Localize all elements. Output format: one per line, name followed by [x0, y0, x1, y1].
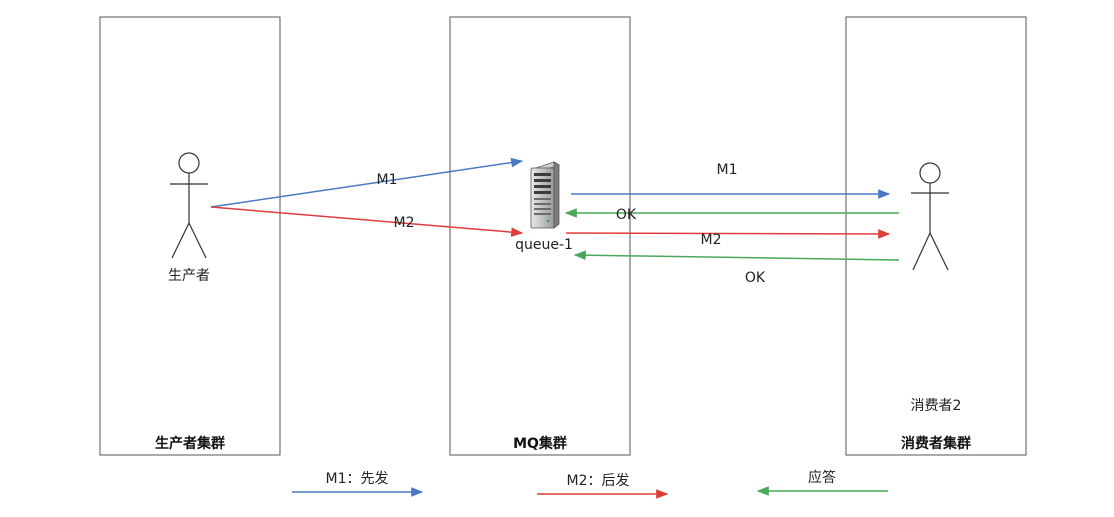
producer-label: 生产者 — [168, 268, 210, 284]
ack-1-label: OK — [616, 207, 637, 223]
producer-m2-label: M2 — [394, 215, 415, 231]
ack-2-arrow — [573, 250, 900, 261]
producer-m1-arrow — [210, 157, 524, 208]
producer-cluster-title: 生产者集群 — [155, 435, 225, 452]
deliver-m1-label: M1 — [717, 162, 738, 178]
mq-cluster-box — [449, 16, 631, 456]
consumer-actor-icon — [911, 162, 949, 271]
producer-cluster-box — [99, 16, 281, 456]
server-icon — [530, 161, 560, 229]
deliver-m2-arrow — [565, 229, 891, 239]
consumer-label: 消费者2 — [911, 398, 962, 414]
queue-label: queue-1 — [515, 237, 573, 253]
legend-later-sent-label: M2：后发 — [567, 473, 630, 489]
mq-cluster-title: MQ集群 — [513, 435, 567, 452]
legend-first-sent-label: M1：先发 — [326, 471, 389, 487]
deliver-m2-label: M2 — [701, 232, 722, 248]
ack-2-label: OK — [745, 270, 766, 286]
producer-m2-arrow — [210, 206, 524, 237]
producer-m1-label: M1 — [377, 172, 398, 188]
producer-actor-icon — [170, 152, 208, 259]
legend-ack-label: 应答 — [808, 469, 836, 486]
consumer-cluster-box — [845, 16, 1027, 456]
consumer-cluster-title: 消费者集群 — [901, 435, 971, 452]
